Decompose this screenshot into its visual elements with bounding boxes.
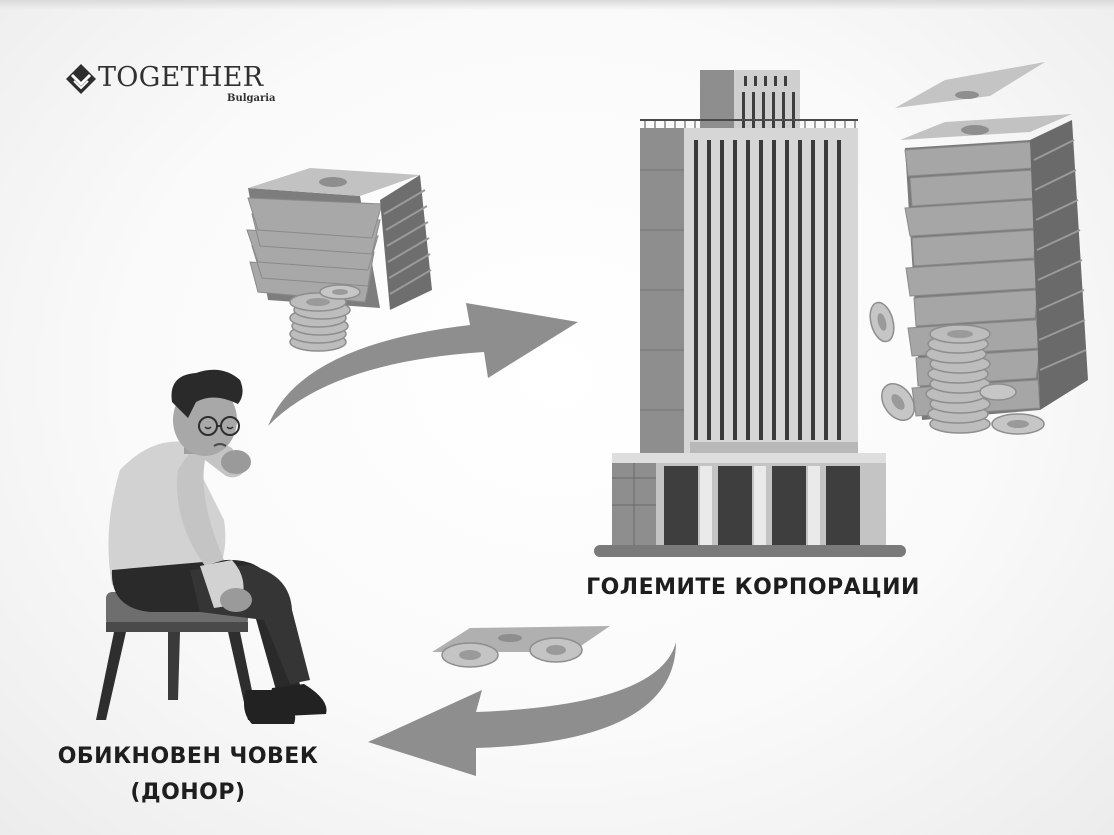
donor-label: (ДОНОР) — [130, 780, 246, 805]
curved-arrow-left-icon — [368, 642, 676, 776]
coin-stack-icon — [289, 284, 361, 352]
banknote-icon — [432, 626, 610, 668]
sad-man-on-stool-icon — [96, 369, 327, 724]
corporations-label: ГОЛЕМИТЕ КОРПОРАЦИИ — [586, 575, 920, 600]
together-bulgaria-logo: TOGETHER Bulgaria — [64, 58, 276, 108]
logo-subtitle: Bulgaria — [227, 93, 276, 104]
diamond-logo-icon — [66, 64, 96, 94]
logo-wordmark: TOGETHER — [98, 62, 264, 93]
person-label: ОБИКНОВЕН ЧОВЕК — [57, 744, 319, 769]
coin-stack-icon — [869, 301, 1045, 435]
banknote-stack-icon — [895, 62, 1088, 420]
skyscraper-icon — [594, 70, 906, 557]
curved-arrow-right-icon — [268, 303, 578, 426]
